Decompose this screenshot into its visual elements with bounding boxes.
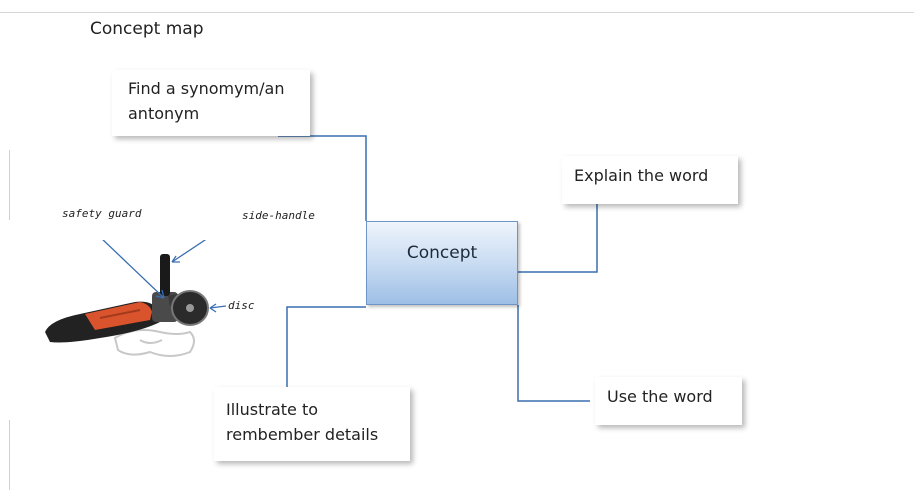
- safety-glasses: [113, 329, 195, 357]
- concept-node[interactable]: Concept: [366, 221, 518, 305]
- node-find-synonym[interactable]: Find a synomym/an antonym: [112, 70, 310, 136]
- connector-explain: [518, 204, 598, 273]
- node-use-word-label: Use the word: [607, 387, 713, 406]
- page-top-border: [0, 12, 914, 13]
- node-illustrate-line2: rembember details: [226, 425, 379, 444]
- page-left-border: [9, 150, 10, 220]
- node-use-word[interactable]: Use the word: [595, 377, 742, 425]
- node-illustrate[interactable]: Illustrate to rembember details: [214, 387, 410, 461]
- side-handle: [160, 254, 170, 296]
- node-illustrate-line1: Illustrate to: [226, 400, 319, 419]
- page-left-border: [9, 420, 10, 490]
- page-title: Concept map: [90, 19, 204, 39]
- concept-label: Concept: [406, 243, 478, 263]
- node-find-synonym-line1: Find a synomym/an: [128, 79, 285, 98]
- label-safety-guard: safety guard: [62, 207, 142, 220]
- label-disc: disc: [228, 299, 255, 312]
- angle-grinder-image: [45, 240, 227, 357]
- node-explain-word-label: Explain the word: [574, 166, 709, 185]
- connector-illustrate: [286, 306, 366, 387]
- node-find-synonym-line2: antonym: [128, 104, 200, 123]
- node-explain-word[interactable]: Explain the word: [562, 156, 738, 204]
- label-side-handle: side-handle: [242, 209, 315, 222]
- connector-synonym: [278, 135, 367, 221]
- connector-use: [517, 305, 590, 402]
